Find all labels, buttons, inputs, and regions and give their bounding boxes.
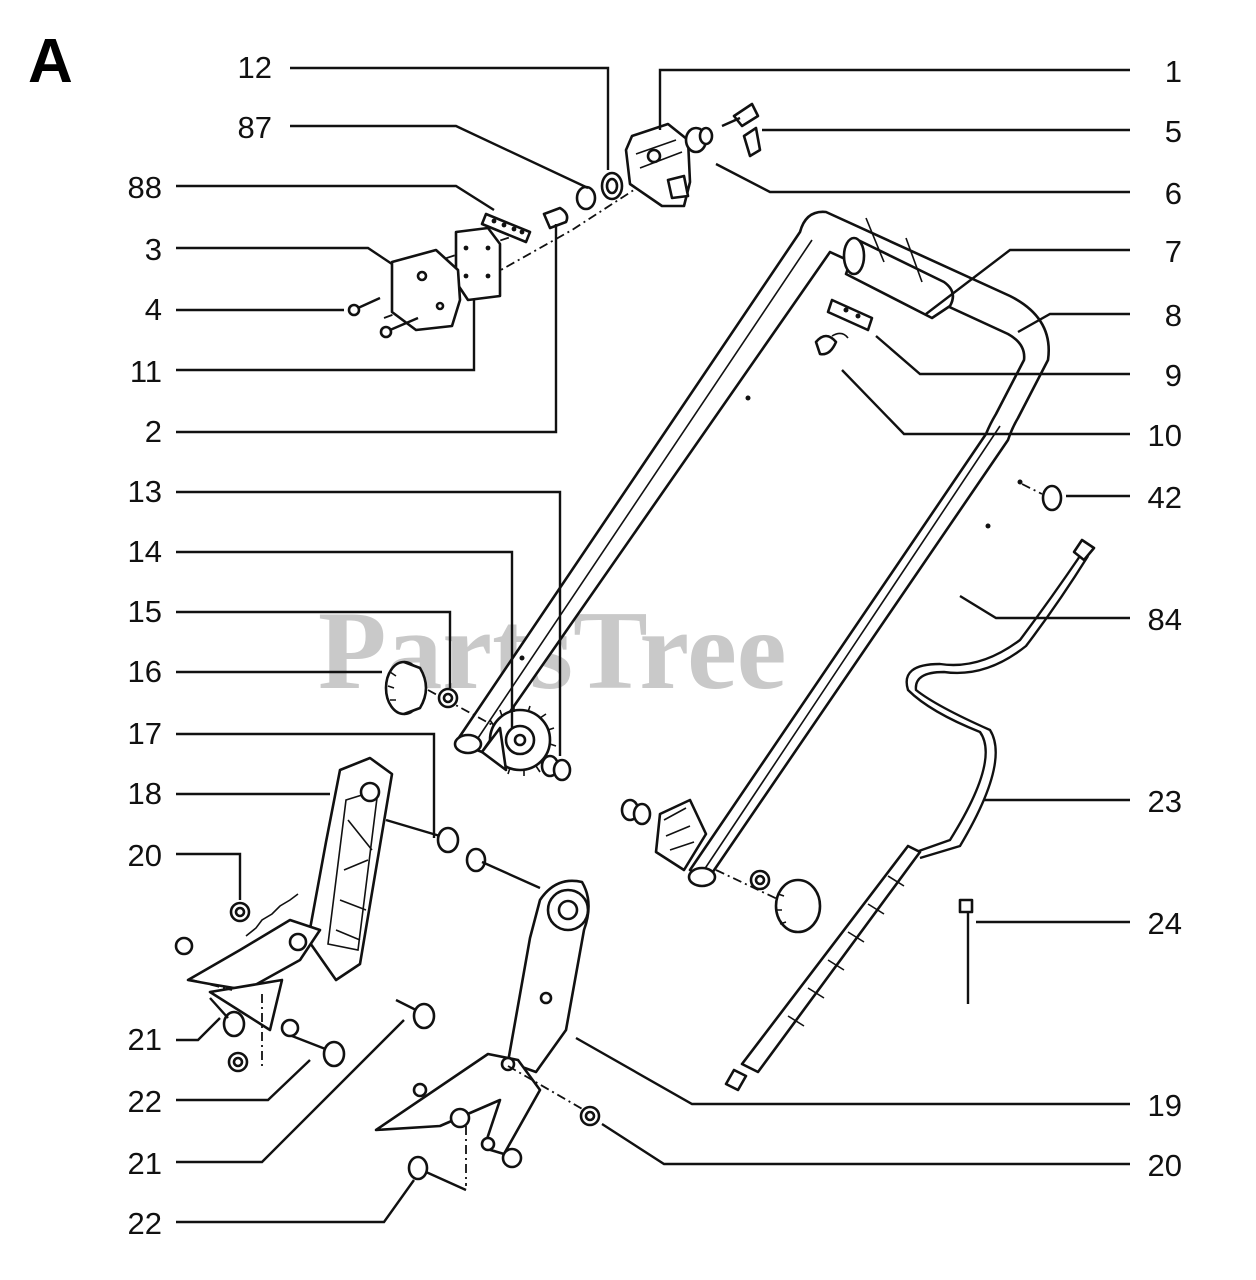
fasteners — [174, 818, 601, 1192]
callout-4: 4 — [145, 292, 162, 327]
upper-handle — [453, 210, 1050, 888]
callout-21: 21 — [128, 1022, 162, 1057]
callout-labels-right: 1 5 6 7 8 9 10 42 84 23 24 19 20 — [1148, 54, 1182, 1183]
callout-24: 24 — [1148, 906, 1182, 941]
callout-42: 42 — [1148, 480, 1182, 515]
callout-9: 9 — [1165, 358, 1182, 393]
callout-14: 14 — [128, 534, 162, 569]
callout-87: 87 — [238, 110, 272, 145]
callout-10: 10 — [1148, 418, 1182, 453]
callout-12: 12 — [238, 50, 272, 85]
callout-84: 84 — [1148, 602, 1182, 637]
callout-23: 23 — [1148, 784, 1182, 819]
callout-16: 16 — [128, 654, 162, 689]
callout-20: 20 — [1148, 1148, 1182, 1183]
callout-3: 3 — [145, 232, 162, 267]
callout-18: 18 — [128, 776, 162, 811]
control-cable — [724, 538, 1096, 1092]
callout-20: 20 — [128, 838, 162, 873]
callout-22: 22 — [128, 1084, 162, 1119]
bracket-right — [374, 879, 590, 1186]
callout-6: 6 — [1165, 176, 1182, 211]
knob-assembly-left — [384, 660, 572, 782]
callout-labels-left: 12 87 88 3 4 11 2 13 14 15 16 17 18 20 2… — [128, 50, 272, 1241]
callout-5: 5 — [1165, 114, 1182, 149]
callout-11: 11 — [130, 354, 162, 389]
callout-15: 15 — [128, 594, 162, 629]
cable-tie — [958, 898, 974, 1004]
callout-22: 22 — [128, 1206, 162, 1241]
knob-assembly-right — [620, 798, 822, 934]
section-letter: A — [28, 27, 73, 96]
callout-8: 8 — [1165, 298, 1182, 333]
callout-19: 19 — [1148, 1088, 1182, 1123]
callout-7: 7 — [1165, 234, 1182, 269]
callout-88: 88 — [128, 170, 162, 205]
callout-2: 2 — [145, 414, 162, 449]
callout-1: 1 — [1165, 54, 1182, 89]
callout-13: 13 — [128, 474, 162, 509]
callout-17: 17 — [128, 716, 162, 751]
callout-21: 21 — [128, 1146, 162, 1181]
switch-housing — [347, 102, 762, 339]
bracket-left — [186, 756, 394, 1070]
leader-lines — [176, 66, 1130, 1224]
end-cap-42 — [1041, 484, 1063, 512]
